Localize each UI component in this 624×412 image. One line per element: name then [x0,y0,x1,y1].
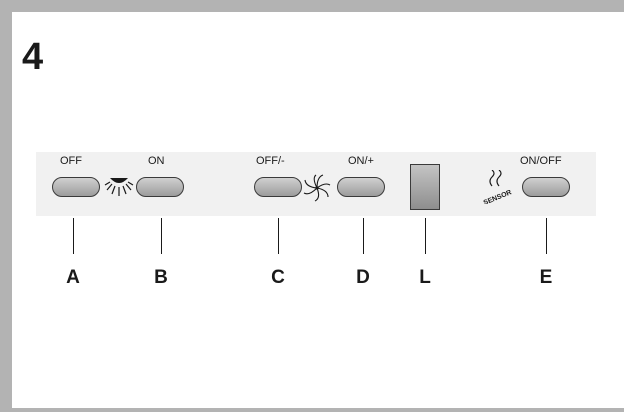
control-panel-strip [36,152,596,216]
button-e-label: ON/OFF [520,155,562,167]
leader-line-a [73,218,74,254]
leader-line-e [546,218,547,254]
fan-increase-button[interactable] [337,177,385,197]
button-a-label: OFF [60,155,82,167]
indicator-display [410,164,440,210]
sensor-icon-text: SENSOR [483,189,513,204]
callout-d: D [356,267,370,288]
leader-line-c [278,218,279,254]
callout-l: L [419,267,431,288]
button-d-label: ON/+ [348,155,374,167]
light-off-button[interactable] [52,177,100,197]
light-icon [104,178,134,196]
button-b-label: ON [148,155,165,167]
button-c-label: OFF/- [256,155,285,167]
leader-line-l [425,218,426,254]
step-number: 4 [22,36,44,78]
fan-decrease-button[interactable] [254,177,302,197]
leader-line-d [363,218,364,254]
callout-a: A [66,267,80,288]
sensor-icon: SENSOR [483,170,513,204]
callout-b: B [154,267,168,288]
light-on-button[interactable] [136,177,184,197]
callout-e: E [539,267,553,288]
leader-line-b [161,218,162,254]
fan-icon [303,174,331,202]
sensor-toggle-button[interactable] [522,177,570,197]
callout-c: C [271,267,285,288]
